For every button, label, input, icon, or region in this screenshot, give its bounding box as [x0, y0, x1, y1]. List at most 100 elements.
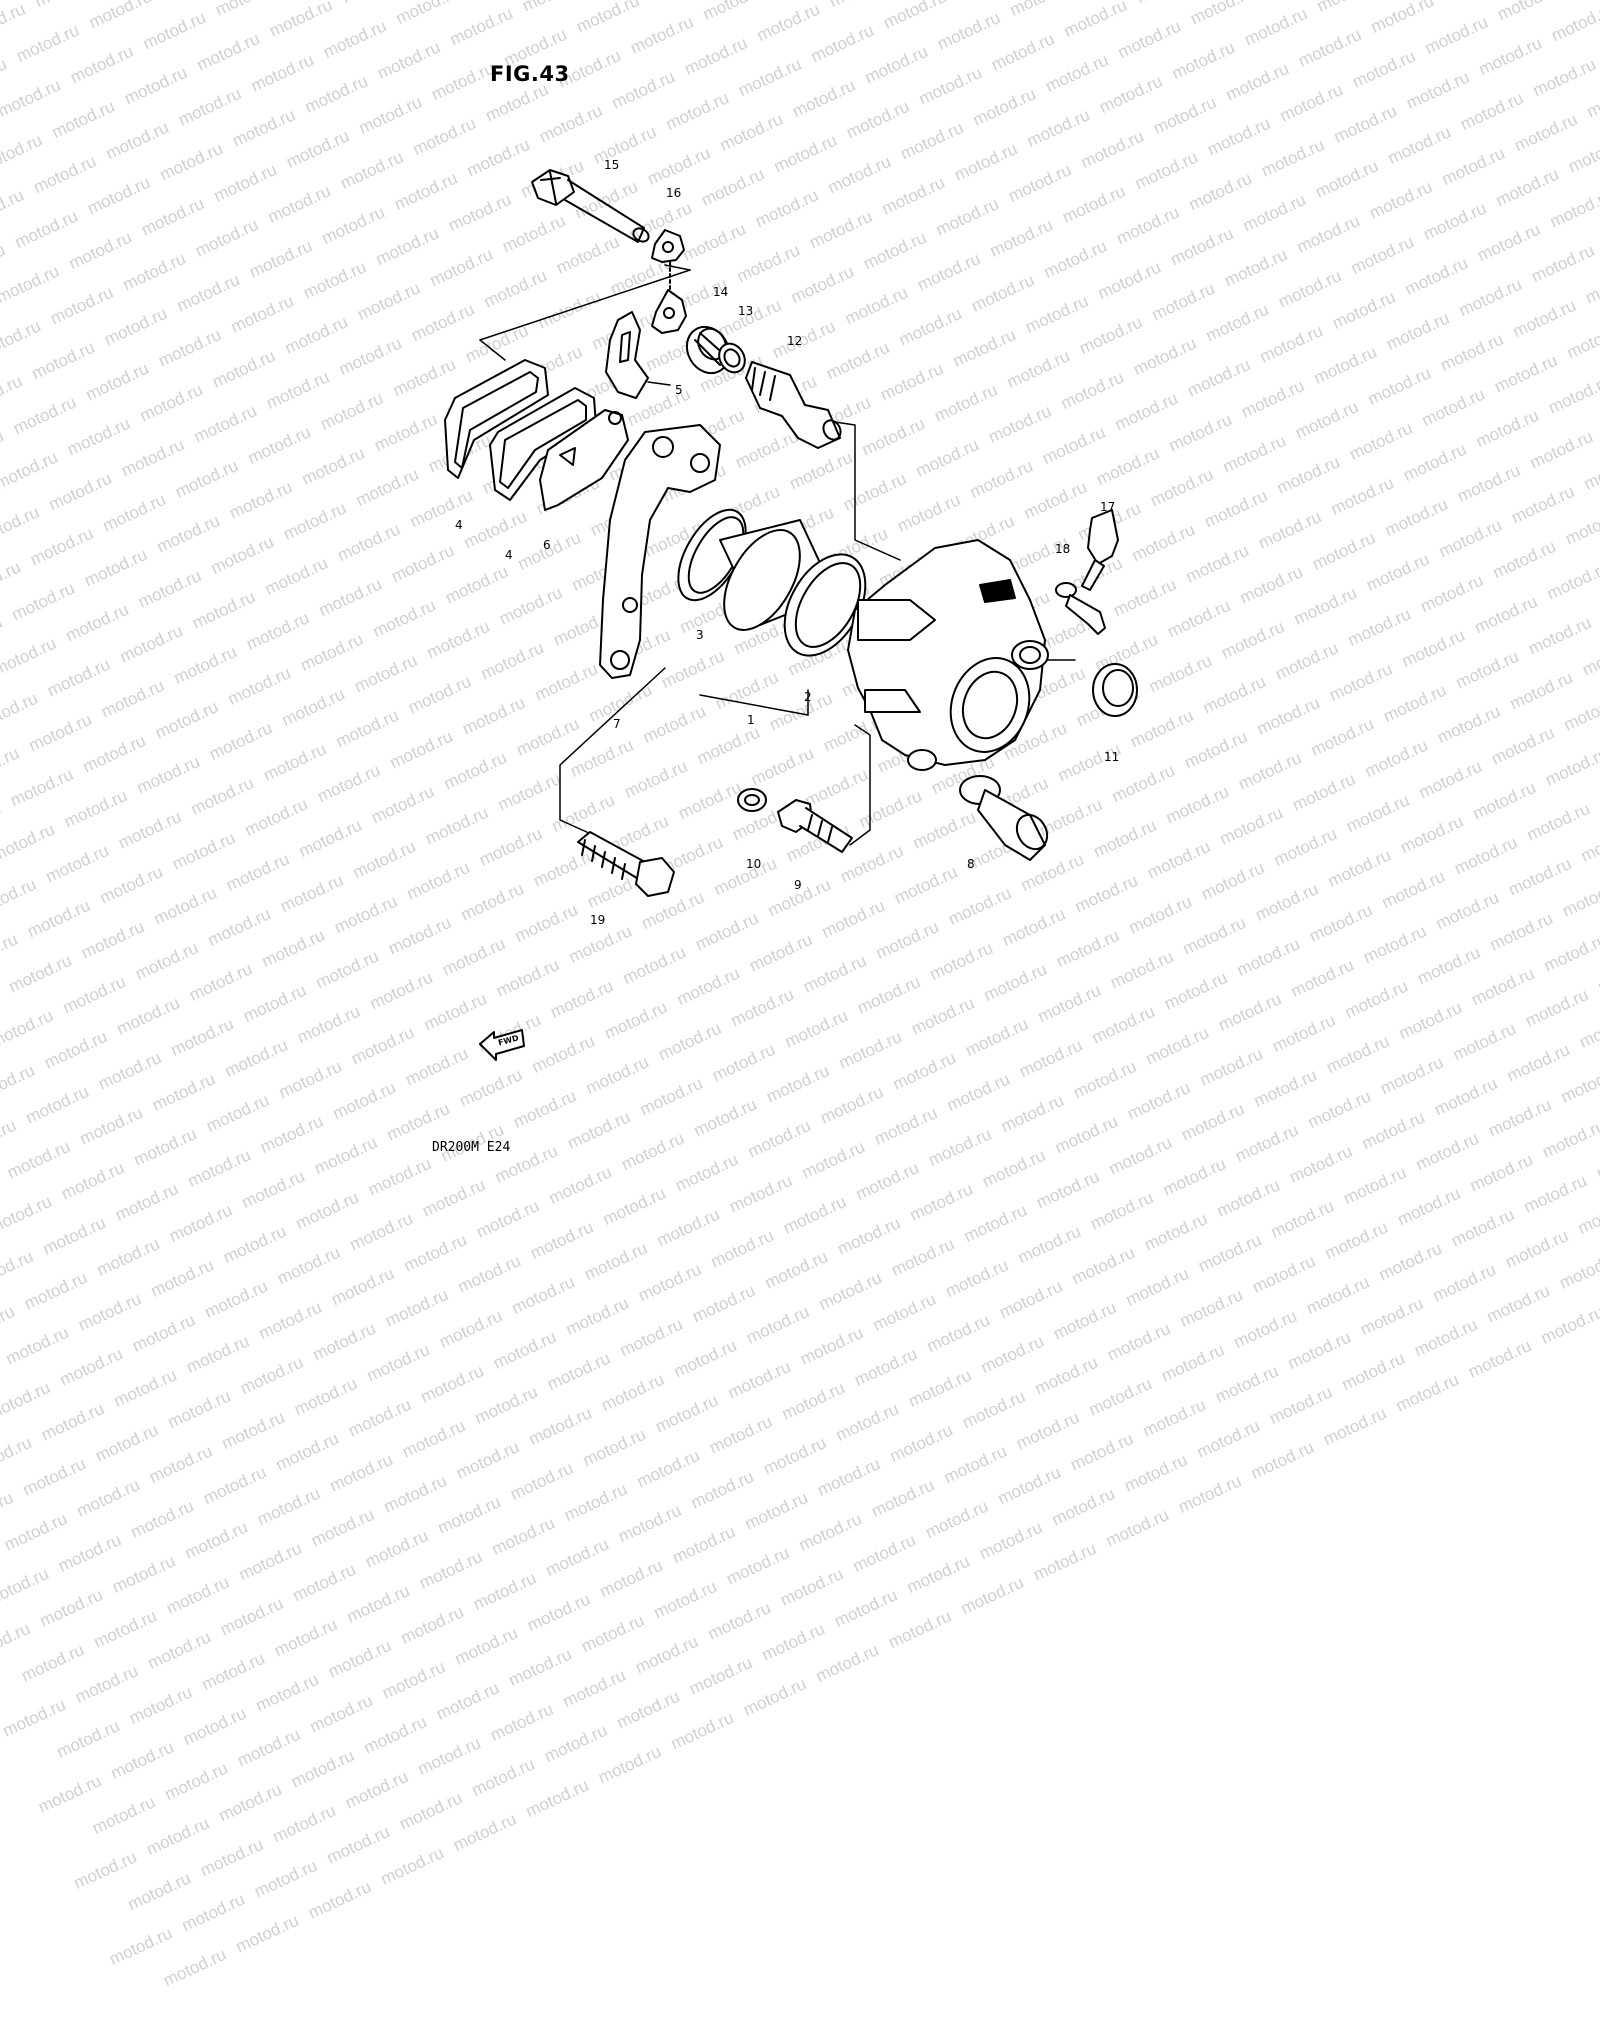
callout-2: 2 — [804, 690, 812, 704]
callout-3: 3 — [696, 628, 704, 642]
callout-12: 12 — [787, 334, 802, 348]
watermark-text: motod.ru — [21, 1263, 102, 1315]
callout-11: 11 — [1104, 750, 1119, 764]
watermark-text: motod.ru — [399, 1411, 480, 1463]
watermark-text: motod.ru — [470, 1563, 551, 1615]
watermark-text: motod.ru — [307, 1685, 388, 1737]
watermark-text: motod.ru — [526, 1398, 607, 1450]
watermark-text: motod.ru — [708, 1220, 789, 1272]
watermark-text: motod.ru — [92, 1415, 173, 1467]
watermark-text: motod.ru — [581, 1233, 662, 1285]
watermark-text: motod.ru — [887, 1415, 968, 1467]
watermark-text: motod.ru — [1121, 1445, 1202, 1497]
watermark-text: motod.ru — [108, 1732, 189, 1784]
watermark-text: motod.ru — [220, 1216, 301, 1268]
watermark-text: motod.ru — [0, 1537, 10, 1589]
watermark-text: motod.ru — [833, 1394, 914, 1446]
watermark-text: motod.ru — [561, 1474, 642, 1526]
watermark-text: motod.ru — [453, 1432, 534, 1484]
watermark-text: motod.ru — [237, 1347, 318, 1399]
callout-5: 5 — [675, 383, 683, 397]
watermark-text: motod.ru — [1393, 1364, 1474, 1416]
watermark-text: motod.ru — [1266, 1377, 1347, 1429]
watermark-text: motod.ru — [1015, 1216, 1096, 1268]
watermark-text: motod.ru — [634, 1440, 715, 1492]
callout-1: 1 — [747, 713, 755, 727]
watermark-text: motod.ru — [165, 1381, 246, 1433]
watermark-text: motod.ru — [563, 1288, 644, 1340]
part-19-mounting-bolt — [578, 832, 674, 896]
watermark-text: motod.ru — [126, 1677, 207, 1729]
watermark-text: motod.ru — [3, 1317, 84, 1369]
watermark-text: motod.ru — [37, 1580, 118, 1632]
watermark-text: motod.ru — [885, 1601, 966, 1653]
watermark-text: motod.ru — [74, 1470, 155, 1522]
watermark-text: motod.ru — [743, 1297, 824, 1349]
watermark-text: motod.ru — [870, 1284, 951, 1336]
watermark-text: motod.ru — [831, 1580, 912, 1632]
watermark-text: motod.ru — [160, 1939, 241, 1991]
watermark-text: motod.ru — [1322, 1212, 1403, 1264]
watermark-text: motod.ru — [57, 1339, 138, 1391]
watermark-text: motod.ru — [1069, 1237, 1150, 1289]
watermark-text: motod.ru — [541, 1715, 622, 1767]
watermark-text: motod.ru — [129, 1305, 210, 1357]
watermark-text: motod.ru — [274, 1237, 355, 1289]
callout-7: 7 — [613, 717, 621, 731]
watermark-text: motod.ru — [651, 1571, 732, 1623]
callout-4b: 4 — [505, 548, 513, 562]
watermark-text: motod.ru — [455, 1246, 536, 1298]
watermark-text: motod.ru — [416, 1542, 497, 1594]
part-10-washer — [738, 789, 766, 811]
watermark-text: motod.ru — [1411, 1309, 1492, 1361]
watermark-text: motod.ru — [183, 1326, 264, 1378]
part-12-slide-pin — [746, 362, 844, 448]
watermark-text: motod.ru — [0, 1351, 11, 1403]
watermark-text: motod.ru — [1339, 1343, 1420, 1395]
part-15-pin-bolt — [532, 170, 651, 244]
watermark-text: motod.ru — [290, 1554, 371, 1606]
watermark-text: motod.ru — [273, 1423, 354, 1475]
watermark-text: motod.ru — [1103, 1500, 1184, 1552]
watermark-text: motod.ru — [995, 1457, 1076, 1509]
watermark-text: motod.ru — [310, 1313, 391, 1365]
watermark-text: motod.ru — [452, 1618, 533, 1670]
part-11-plug — [1093, 664, 1137, 716]
watermark-text: motod.ru — [162, 1753, 243, 1805]
watermark-text: motod.ru — [850, 1525, 931, 1577]
watermark-text: motod.ru — [0, 1296, 30, 1348]
watermark-text: motod.ru — [148, 1250, 229, 1302]
watermark-text: motod.ru — [796, 1504, 877, 1556]
watermark-text: motod.ru — [1175, 1466, 1256, 1518]
watermark-text: motod.ru — [327, 1444, 408, 1496]
watermark-text: motod.ru — [450, 1804, 531, 1856]
watermark-text: motod.ru — [669, 1516, 750, 1568]
watermark-text: motod.ru — [362, 1521, 443, 1573]
watermark-text: motod.ru — [523, 1770, 604, 1822]
model-code: DR200M E24 — [432, 1140, 510, 1155]
watermark-text: motod.ru — [996, 1271, 1077, 1323]
watermark-text: motod.ru — [1194, 1411, 1275, 1463]
parts-drawing — [0, 0, 1600, 1200]
watermark-text: motod.ru — [166, 1195, 247, 1247]
watermark-text: motod.ru — [328, 1258, 409, 1310]
callout-18: 18 — [1055, 542, 1070, 556]
watermark-text: motod.ru — [71, 1842, 152, 1894]
watermark-text: motod.ru — [1032, 1347, 1113, 1399]
watermark-text: motod.ru — [654, 1199, 735, 1251]
watermark-text: motod.ru — [146, 1436, 227, 1488]
watermark-text: motod.ru — [1030, 1533, 1111, 1585]
watermark-text: motod.ru — [1050, 1292, 1131, 1344]
watermark-text: motod.ru — [1249, 1246, 1330, 1298]
watermark-text: motod.ru — [182, 1512, 263, 1564]
watermark-text: motod.ru — [324, 1817, 405, 1869]
watermark-text: motod.ru — [1430, 1254, 1511, 1306]
part-17-bleeder-screw — [1082, 510, 1118, 590]
watermark-text: motod.ru — [1195, 1225, 1276, 1277]
callout-16: 16 — [666, 186, 681, 200]
watermark-text: motod.ru — [435, 1487, 516, 1539]
watermark-text: motod.ru — [433, 1673, 514, 1725]
watermark-text: motod.ru — [760, 1428, 841, 1480]
watermark-text: motod.ru — [1303, 1267, 1384, 1319]
